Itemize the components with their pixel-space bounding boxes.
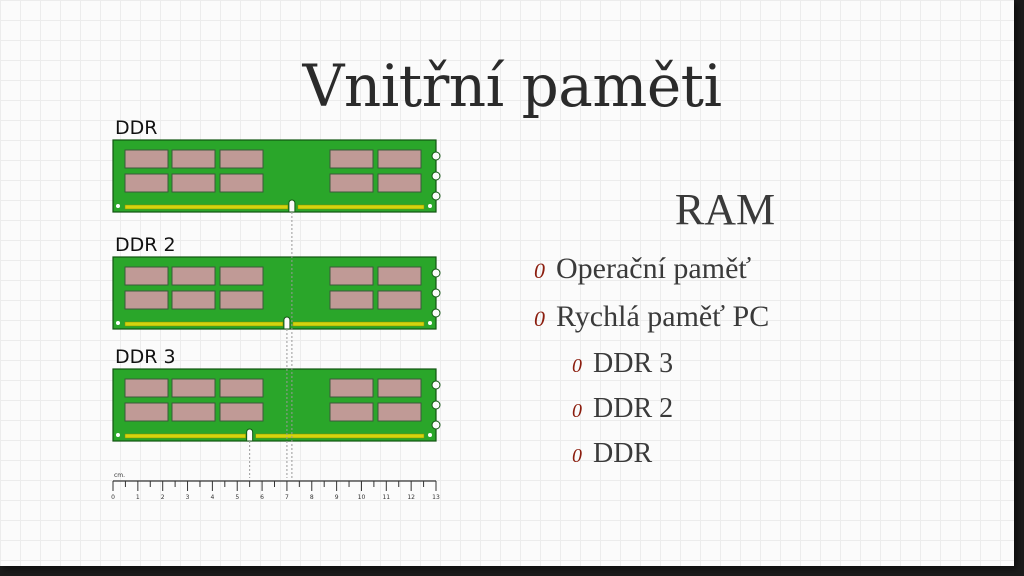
memory-chip bbox=[171, 266, 216, 286]
bullet-mark: 0 bbox=[572, 445, 582, 467]
memory-chip bbox=[329, 173, 374, 193]
ruler-tick-label: 4 bbox=[210, 494, 214, 501]
mount-hole bbox=[428, 321, 432, 325]
memory-chip bbox=[124, 402, 169, 422]
ruler-tick-label: 6 bbox=[260, 494, 264, 501]
sub-bullet-ddr2: 0 DDR 2 bbox=[572, 393, 673, 425]
memory-chip bbox=[171, 378, 216, 398]
memory-chip bbox=[329, 378, 374, 398]
bullet-mark: 0 bbox=[534, 306, 545, 331]
key-notch bbox=[288, 199, 296, 213]
memory-chip bbox=[329, 149, 374, 169]
pin-strip bbox=[124, 321, 284, 327]
memory-chip bbox=[219, 266, 264, 286]
ruler-unit-label: cm. bbox=[114, 472, 125, 479]
memory-chip bbox=[171, 290, 216, 310]
pin-strip bbox=[255, 433, 425, 439]
ruler-tick-label: 9 bbox=[335, 494, 339, 501]
pin-strip bbox=[124, 433, 246, 439]
pin-strip bbox=[292, 321, 425, 327]
bullet-rychla-pamet: 0 Rychlá paměť PC bbox=[534, 300, 769, 334]
ruler-tick-label: 13 bbox=[432, 494, 440, 501]
memory-chip bbox=[124, 149, 169, 169]
ruler-tick-label: 2 bbox=[161, 494, 165, 501]
memory-chip bbox=[377, 290, 422, 310]
bullet-text: Operační paměť bbox=[556, 252, 752, 285]
side-notch bbox=[431, 400, 441, 410]
memory-chip bbox=[377, 402, 422, 422]
ram-heading: RAM bbox=[674, 185, 776, 234]
bullet-text: DDR 3 bbox=[593, 348, 674, 379]
bullet-text: DDR bbox=[593, 438, 653, 469]
ruler-tick-label: 10 bbox=[358, 494, 366, 501]
memory-chip bbox=[124, 290, 169, 310]
side-notch bbox=[431, 151, 441, 161]
mount-hole bbox=[116, 433, 120, 437]
sub-bullet-ddr3: 0 DDR 3 bbox=[572, 348, 673, 380]
ruler-tick-label: 3 bbox=[186, 494, 190, 501]
memory-chip bbox=[377, 266, 422, 286]
bullet-mark: 0 bbox=[572, 355, 582, 377]
slide-title: Vnitřní paměti bbox=[302, 52, 722, 120]
memory-chip bbox=[377, 149, 422, 169]
sub-bullet-ddr: 0 DDR bbox=[572, 438, 652, 470]
key-notch bbox=[283, 316, 291, 330]
ruler-tick-label: 11 bbox=[382, 494, 390, 501]
ruler-tick-label: 7 bbox=[285, 494, 289, 501]
side-notch bbox=[431, 288, 441, 298]
ruler-tick-label: 12 bbox=[407, 494, 415, 501]
mount-hole bbox=[428, 204, 432, 208]
memory-chip bbox=[171, 402, 216, 422]
pin-strip bbox=[124, 204, 289, 210]
side-notch bbox=[431, 380, 441, 390]
pin-strip bbox=[297, 204, 425, 210]
bullet-text: DDR 2 bbox=[593, 393, 674, 424]
ruler-tick-label: 5 bbox=[235, 494, 239, 501]
mount-hole bbox=[428, 433, 432, 437]
memory-chip bbox=[219, 173, 264, 193]
bullet-mark: 0 bbox=[572, 400, 582, 422]
memory-chip bbox=[219, 378, 264, 398]
ruler-tick-label: 8 bbox=[310, 494, 314, 501]
memory-chip bbox=[329, 290, 374, 310]
side-notch bbox=[431, 171, 441, 181]
ruler-tick-label: 1 bbox=[136, 494, 140, 501]
memory-chip bbox=[377, 378, 422, 398]
side-notch bbox=[431, 191, 441, 201]
mount-hole bbox=[116, 321, 120, 325]
memory-chip bbox=[124, 378, 169, 398]
module-label-ddr: DDR bbox=[115, 117, 158, 139]
bullet-mark: 0 bbox=[534, 258, 545, 283]
memory-chip bbox=[329, 266, 374, 286]
memory-chip bbox=[329, 402, 374, 422]
side-notch bbox=[431, 420, 441, 430]
memory-chip bbox=[171, 173, 216, 193]
memory-chip bbox=[124, 173, 169, 193]
memory-chip bbox=[219, 149, 264, 169]
memory-chip bbox=[219, 402, 264, 422]
ruler-tick-label: 0 bbox=[111, 494, 115, 501]
side-notch bbox=[431, 308, 441, 318]
memory-chip bbox=[377, 173, 422, 193]
module-label-ddr2: DDR 2 bbox=[115, 234, 176, 256]
mount-hole bbox=[116, 204, 120, 208]
memory-chip bbox=[219, 290, 264, 310]
memory-chip bbox=[124, 266, 169, 286]
module-label-ddr3: DDR 3 bbox=[115, 346, 176, 368]
side-notch bbox=[431, 268, 441, 278]
memory-chip bbox=[171, 149, 216, 169]
bullet-text: Rychlá paměť PC bbox=[556, 300, 770, 333]
key-notch bbox=[246, 428, 254, 442]
bullet-operacni-pamet: 0 Operační paměť bbox=[534, 252, 751, 286]
